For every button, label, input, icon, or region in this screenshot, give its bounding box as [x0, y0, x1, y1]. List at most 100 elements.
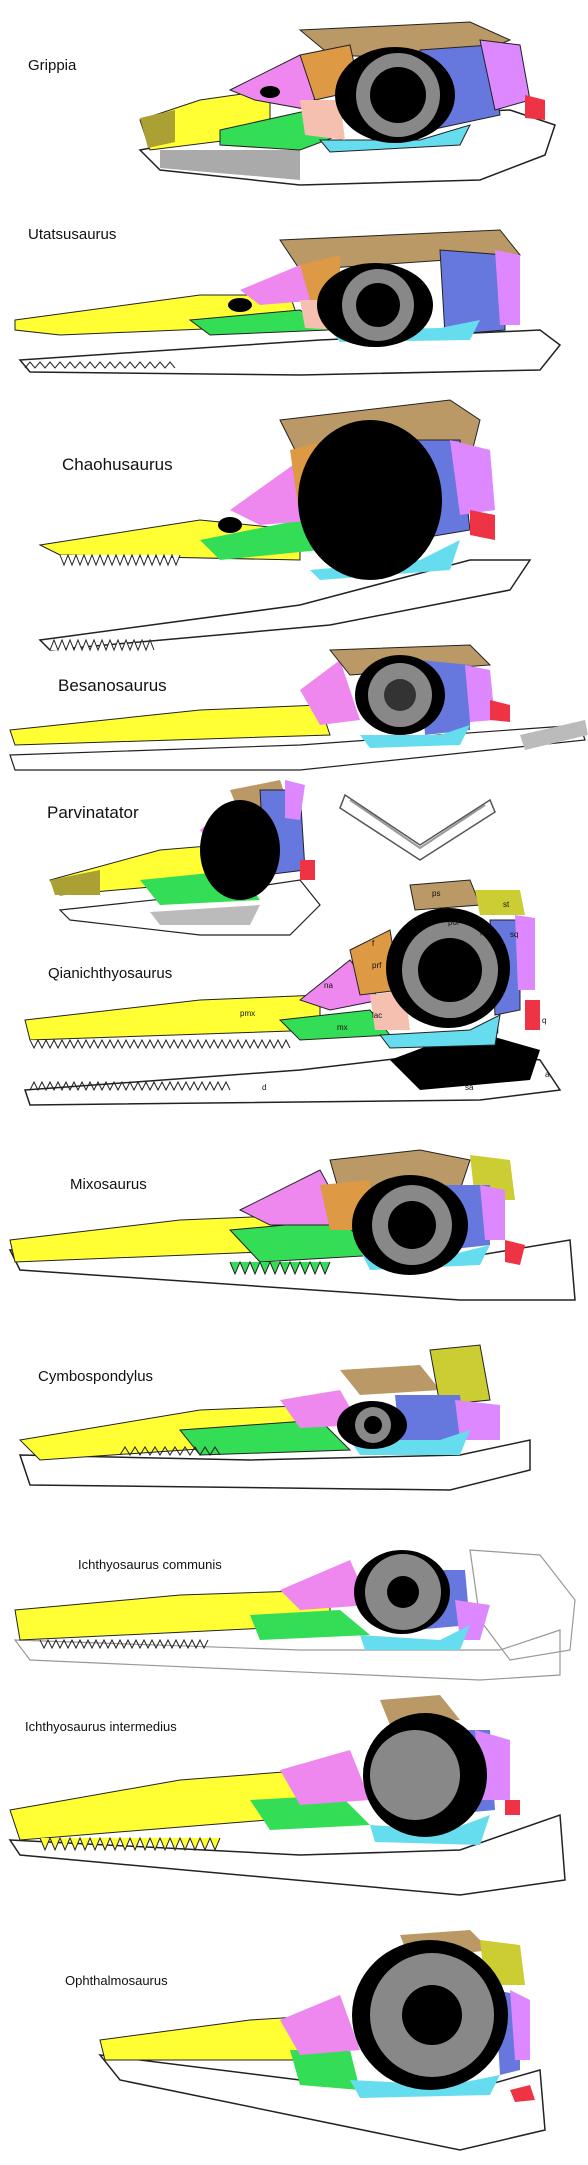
- taxon-label-qianichthyosaurus: Qianichthyosaurus: [48, 965, 173, 982]
- supratemporal: [475, 890, 525, 915]
- naris: [218, 517, 242, 533]
- bone-label-f: f: [372, 939, 375, 948]
- postorbital: [439, 249, 506, 336]
- sclerotic-ring: [370, 1730, 460, 1820]
- taxon-label-mixosaurus: Mixosaurus: [70, 1176, 147, 1193]
- quadratojugal: [525, 1000, 540, 1030]
- skull-utatsusaurus: [14, 229, 562, 376]
- jugal: [350, 1430, 470, 1455]
- mandible: [8, 1813, 566, 1896]
- teeth: [119, 1446, 221, 1456]
- teeth: [24, 361, 176, 369]
- bone-label-prf: prf: [372, 961, 382, 970]
- bone-label-st: st: [503, 900, 510, 909]
- teeth: [39, 1836, 221, 1852]
- mandible: [38, 559, 532, 651]
- bone-label-pmx: pmx: [240, 1009, 255, 1018]
- pectoral-element-2: [349, 799, 486, 850]
- taxon-label-ichthyosaurus-communis: Ichthyosaurus communis: [78, 1557, 222, 1572]
- quadratojugal: [300, 860, 315, 880]
- bone-label-ps: ps: [432, 889, 440, 898]
- pupil: [402, 1985, 462, 2045]
- naris: [260, 86, 280, 98]
- skull-ichthyosaurus-communis: [13, 1549, 576, 1681]
- naris: [228, 298, 252, 312]
- taxon-label-ophthalmosaurus: Ophthalmosaurus: [65, 1973, 168, 1988]
- jugal: [360, 1625, 470, 1650]
- skull-ichthyosaurus-intermedius: [8, 1695, 566, 1896]
- quadratojugal: [470, 510, 495, 540]
- hyoid-gray: [520, 720, 588, 750]
- quadratojugal: [505, 1240, 525, 1265]
- teeth: [39, 1638, 209, 1650]
- nasal: [280, 1560, 370, 1610]
- maxilla: [250, 1795, 370, 1830]
- pupil: [356, 283, 400, 327]
- squamosal: [515, 915, 535, 990]
- parietal: [340, 1365, 440, 1395]
- nasal: [280, 1995, 360, 2055]
- pupil: [387, 1576, 419, 1608]
- squamosal: [510, 1990, 530, 2060]
- mandible: [13, 1629, 561, 1681]
- premaxilla: [9, 704, 331, 746]
- supratemporal: [429, 1344, 491, 1406]
- taxon-label-parvinatator: Parvinatator: [47, 803, 139, 822]
- quadratojugal: [505, 1800, 520, 1815]
- pupil: [418, 938, 482, 1002]
- taxon-label-utatsusaurus: Utatsusaurus: [28, 226, 117, 243]
- nasal: [280, 1750, 370, 1805]
- surangular-black: [390, 1030, 540, 1090]
- bone-label-q: q: [542, 1016, 546, 1025]
- maxilla: [200, 520, 320, 560]
- lower-teeth: [29, 1080, 231, 1092]
- squamosal: [450, 440, 495, 515]
- skull-chaohusaurus: [38, 399, 532, 652]
- bone-label-d: d: [262, 1083, 266, 1092]
- bone-label-a: a: [545, 1070, 550, 1079]
- skull-cymbospondylus: [18, 1344, 531, 1491]
- pectoral-element-1: [339, 793, 496, 861]
- mandible: [18, 1439, 531, 1491]
- skull-ophthalmosaurus: [98, 1930, 546, 2151]
- squamosal: [465, 665, 495, 722]
- squamosal: [495, 250, 520, 325]
- jugal: [379, 1014, 501, 1049]
- snout-tip: [50, 870, 100, 895]
- squamosal: [285, 780, 305, 820]
- skull-qianichthyosaurus: ps st pof por sq f prf na pmx mx lac j q…: [23, 879, 562, 1106]
- taxon-label-cymbospondylus: Cymbospondylus: [38, 1368, 154, 1385]
- bone-label-mx: mx: [337, 1023, 348, 1032]
- lower-teeth: [49, 638, 155, 652]
- taxon-label-grippia: Grippia: [28, 57, 77, 74]
- upper-teeth: [229, 1260, 331, 1276]
- bone-label-sa: sa: [465, 1083, 474, 1092]
- premaxilla: [24, 994, 321, 1041]
- postorbital: [395, 1395, 465, 1445]
- bone-label-sq: sq: [510, 930, 518, 939]
- jugal: [360, 725, 470, 748]
- pupil: [370, 67, 426, 123]
- upper-teeth: [59, 553, 181, 567]
- squamosal: [480, 1185, 505, 1240]
- skull-besanosaurus: [9, 644, 588, 771]
- quadratojugal: [510, 2085, 535, 2102]
- skull-mixosaurus: [8, 1149, 576, 1301]
- mandible: [18, 329, 562, 376]
- quadratojugal: [525, 95, 545, 120]
- dentary-gray: [150, 905, 260, 925]
- parietal: [409, 879, 481, 911]
- bone-label-lac: lac: [372, 1011, 382, 1020]
- bone-label-na: na: [324, 981, 333, 990]
- pupil: [384, 679, 416, 711]
- nasal: [240, 265, 320, 305]
- orbit: [200, 800, 280, 900]
- taxon-label-besanosaurus: Besanosaurus: [58, 676, 167, 695]
- pupil: [364, 1416, 382, 1434]
- bone-label-pof: pof: [448, 918, 460, 927]
- upper-teeth: [29, 1038, 291, 1050]
- skull-grippia: [138, 21, 556, 186]
- bone-label-j: j: [496, 1025, 499, 1034]
